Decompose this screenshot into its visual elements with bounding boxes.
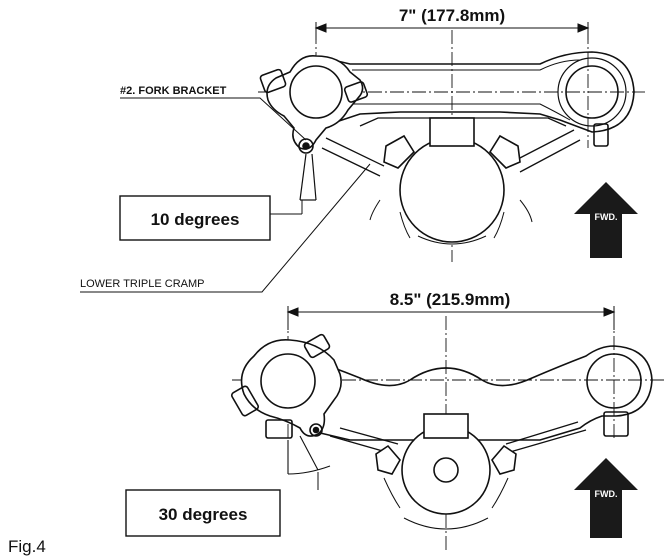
top-fwd-arrow: FWD. [574,182,638,258]
figure-label: Fig.4 [8,537,46,556]
top-sketch-lines [369,199,533,245]
top-right-fork-tube-outer [557,57,627,127]
top-dimension-label: 7" (177.8mm) [399,6,505,25]
top-angle-box: 10 degrees [119,195,271,241]
bottom-angle-label: 30 degrees [159,505,248,524]
bottom-sketch-lines [383,477,509,530]
bottom-right-clamp-tab [603,411,629,437]
top-fwd-label: FWD. [595,212,618,222]
top-steering-stem [383,117,521,243]
bottom-right-fork-tube [586,353,642,409]
bottom-fwd-label: FWD. [595,489,618,499]
bottom-clamp-body [299,345,653,441]
top-lower-triple-arms [321,117,581,177]
top-right-fork-tube [565,65,619,119]
fork-bracket-label: #2. FORK BRACKET [120,85,227,97]
bottom-lower-arms [329,421,587,453]
top-angle-indicator [270,153,317,215]
bottom-dimension-label: 8.5" (215.9mm) [390,290,511,309]
bottom-angle-indicator [287,435,331,490]
bottom-steering-stem [375,413,517,515]
lower-triple-label: LOWER TRIPLE CRAMP [80,278,205,290]
bottom-angle-box: 30 degrees [125,489,281,537]
top-clamp-rib [352,59,581,121]
top-clamp-body [299,51,635,133]
bottom-fwd-arrow: FWD. [574,458,638,538]
lower-triple-leader [80,163,371,293]
top-right-clamp-tab [593,123,609,147]
bottom-fork-bracket [231,333,342,439]
fork-bracket-leader [120,97,307,141]
bottom-assembly [231,306,666,550]
bottom-dimension-line [286,306,616,330]
top-assembly [80,22,645,293]
top-fork-bracket [259,55,369,154]
top-angle-label: 10 degrees [151,210,240,229]
top-dimension-line [314,22,590,40]
